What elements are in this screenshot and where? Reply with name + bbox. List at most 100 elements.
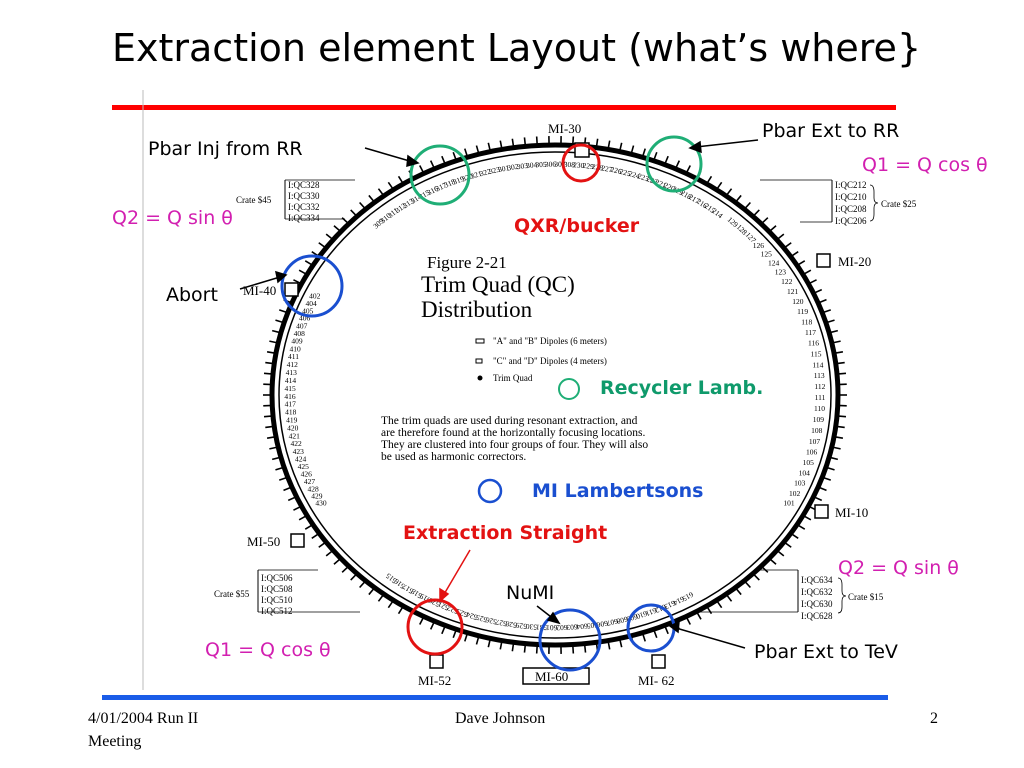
tick-label-left: 417 — [285, 400, 297, 409]
ring-tick — [641, 148, 646, 158]
q1-cos-bottom-label: Q1 = Q cos θ — [205, 639, 331, 661]
ring-tick — [535, 644, 539, 654]
ring-tick — [802, 269, 812, 276]
q2-sin-right-label: Q2 = Q sin θ — [838, 557, 959, 579]
tick-label-right: 110 — [814, 404, 825, 413]
ring-tick — [743, 580, 751, 589]
tick-label-bottom: 604 — [576, 622, 588, 632]
ring-tick — [607, 640, 611, 650]
ring-tick — [511, 642, 515, 652]
tick-label-right: 105 — [803, 458, 815, 467]
ring-tick — [583, 643, 587, 653]
tick-label-left: 410 — [289, 344, 301, 353]
crate55-label: Crate $55 — [214, 589, 250, 599]
tick-label-top: 304 — [526, 160, 538, 170]
pbar-ext-rr-circle — [645, 135, 703, 193]
ring-tick — [776, 549, 785, 557]
footer-author: Dave Johnson — [455, 710, 546, 727]
mi52-box — [429, 654, 444, 669]
crate25-item-3: I:QC206 — [835, 216, 867, 226]
ring-tick — [318, 242, 327, 249]
ring-tick — [269, 340, 279, 344]
ring-tick — [475, 145, 480, 155]
ring-tick — [752, 209, 760, 217]
crate25-item-1: I:QC210 — [835, 192, 867, 202]
ring-tick — [275, 319, 285, 324]
ring-tick — [796, 523, 806, 530]
ring-tick — [325, 549, 334, 557]
crate15-item-1: I:QC632 — [801, 587, 833, 597]
ring-tick — [833, 435, 844, 439]
ring-tick — [523, 137, 527, 147]
mi10-label: MI-10 — [835, 505, 868, 520]
tick-label-left: 422 — [290, 439, 302, 448]
tick-label-bottom: 613 — [663, 598, 677, 611]
tick-label-left: 419 — [286, 416, 298, 425]
ring-tick — [743, 201, 751, 210]
tick-label-left: 404 — [305, 299, 317, 308]
ring-tick — [397, 605, 405, 615]
ring-tick — [831, 340, 841, 344]
tick-label-top: 323 — [488, 165, 501, 176]
ring-tick — [760, 217, 769, 225]
ring-tick — [464, 148, 469, 158]
tick-label-top: 307 — [554, 160, 566, 169]
tick-label-right: 101 — [783, 499, 795, 508]
ring-tick — [833, 351, 844, 355]
tick-label-left: 425 — [298, 462, 310, 471]
tick-label-top: 226 — [610, 165, 623, 176]
ring-tick — [802, 514, 812, 521]
tick-label-left: 414 — [285, 376, 297, 385]
tick-label-bottom: 528 — [505, 619, 518, 630]
ring-tick — [652, 151, 658, 161]
ring-tick — [368, 587, 376, 596]
tick-label-right: 111 — [815, 393, 826, 402]
tick-label-left: 412 — [287, 360, 299, 369]
ring-tick — [523, 643, 527, 653]
crate-25: Crate $25 I:QC212 I:QC210 I:QC208 I:QC20… — [760, 179, 917, 226]
tick-label-top: 317 — [434, 180, 448, 193]
ring-tick — [487, 638, 492, 648]
desc-line-3: be used as harmonic correctors. — [381, 451, 526, 463]
extraction-straight-arrow — [442, 549, 471, 597]
tick-label-top: 308 — [564, 160, 576, 170]
crate45-item-0: I:QC328 — [288, 180, 320, 190]
tick-label-bottom: 602 — [556, 623, 568, 632]
numi-label: NuMI — [506, 582, 555, 604]
ring-tick — [377, 593, 385, 602]
ring-tick — [836, 415, 847, 418]
footer-date-meeting-2: Meeting — [88, 733, 142, 750]
ring-tick — [652, 629, 658, 639]
tick-label-bottom: 606 — [596, 619, 609, 630]
ring-tick — [387, 599, 395, 609]
tick-label-right: 124 — [768, 259, 780, 268]
bottom-blue-rule — [102, 695, 888, 700]
desc-line-1: are therefore found at the horizontally … — [381, 427, 646, 439]
ring-tick — [685, 165, 691, 174]
ring-tick — [333, 557, 342, 565]
tick-label-right: 104 — [799, 469, 811, 478]
tick-label-left: 427 — [304, 477, 316, 486]
recycler-lamb-label: Recycler Lamb. — [600, 377, 764, 399]
ring-tick — [535, 136, 539, 146]
ring-tick — [350, 573, 358, 581]
ring-tick — [511, 138, 515, 148]
pbar-ext-rr-label: Pbar Ext to RR — [762, 120, 900, 142]
ring-tick — [429, 160, 436, 170]
mi-lambertsons-legend-circle — [477, 478, 503, 504]
ring-tick — [828, 456, 839, 461]
qxr-bucker-label: QXR/bucker — [514, 215, 640, 237]
mi-lambertsons-label: MI Lambertsons — [532, 480, 704, 502]
ring-tick — [325, 233, 334, 241]
tick-label-left: 420 — [287, 424, 299, 433]
mi10-box — [814, 504, 829, 519]
pbar-inj-circle — [409, 144, 471, 206]
tick-label-top: 322 — [479, 167, 492, 179]
ring-tick — [304, 260, 314, 267]
tick-label-bottom: 525 — [475, 613, 489, 625]
footer-page-number: 2 — [930, 710, 938, 727]
qxr-circle — [561, 143, 601, 183]
ring-tick — [298, 514, 308, 521]
tick-label-top: 306 — [545, 160, 557, 169]
tick-label-left: 408 — [294, 329, 306, 338]
